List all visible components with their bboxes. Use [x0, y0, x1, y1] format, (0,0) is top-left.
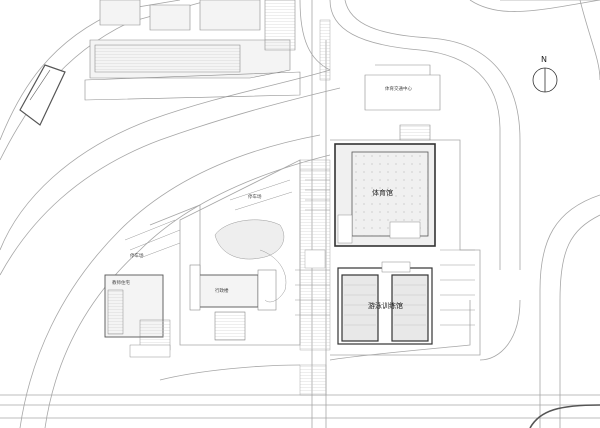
north-label: N: [541, 55, 547, 64]
parking-stalls: [124, 169, 475, 326]
teaching-building: [104, 274, 171, 358]
traffic-center-building: [364, 64, 441, 141]
left-pavilion: [19, 64, 66, 126]
admin-building: [189, 264, 277, 341]
north-arrow-icon: [532, 67, 558, 93]
gymnasium-building: [334, 143, 436, 247]
swimming-hall-building: [337, 261, 433, 345]
pedestrian-crossings: [299, 19, 331, 396]
top-left-campus: [84, 0, 301, 101]
landscape-garden: [214, 219, 287, 303]
